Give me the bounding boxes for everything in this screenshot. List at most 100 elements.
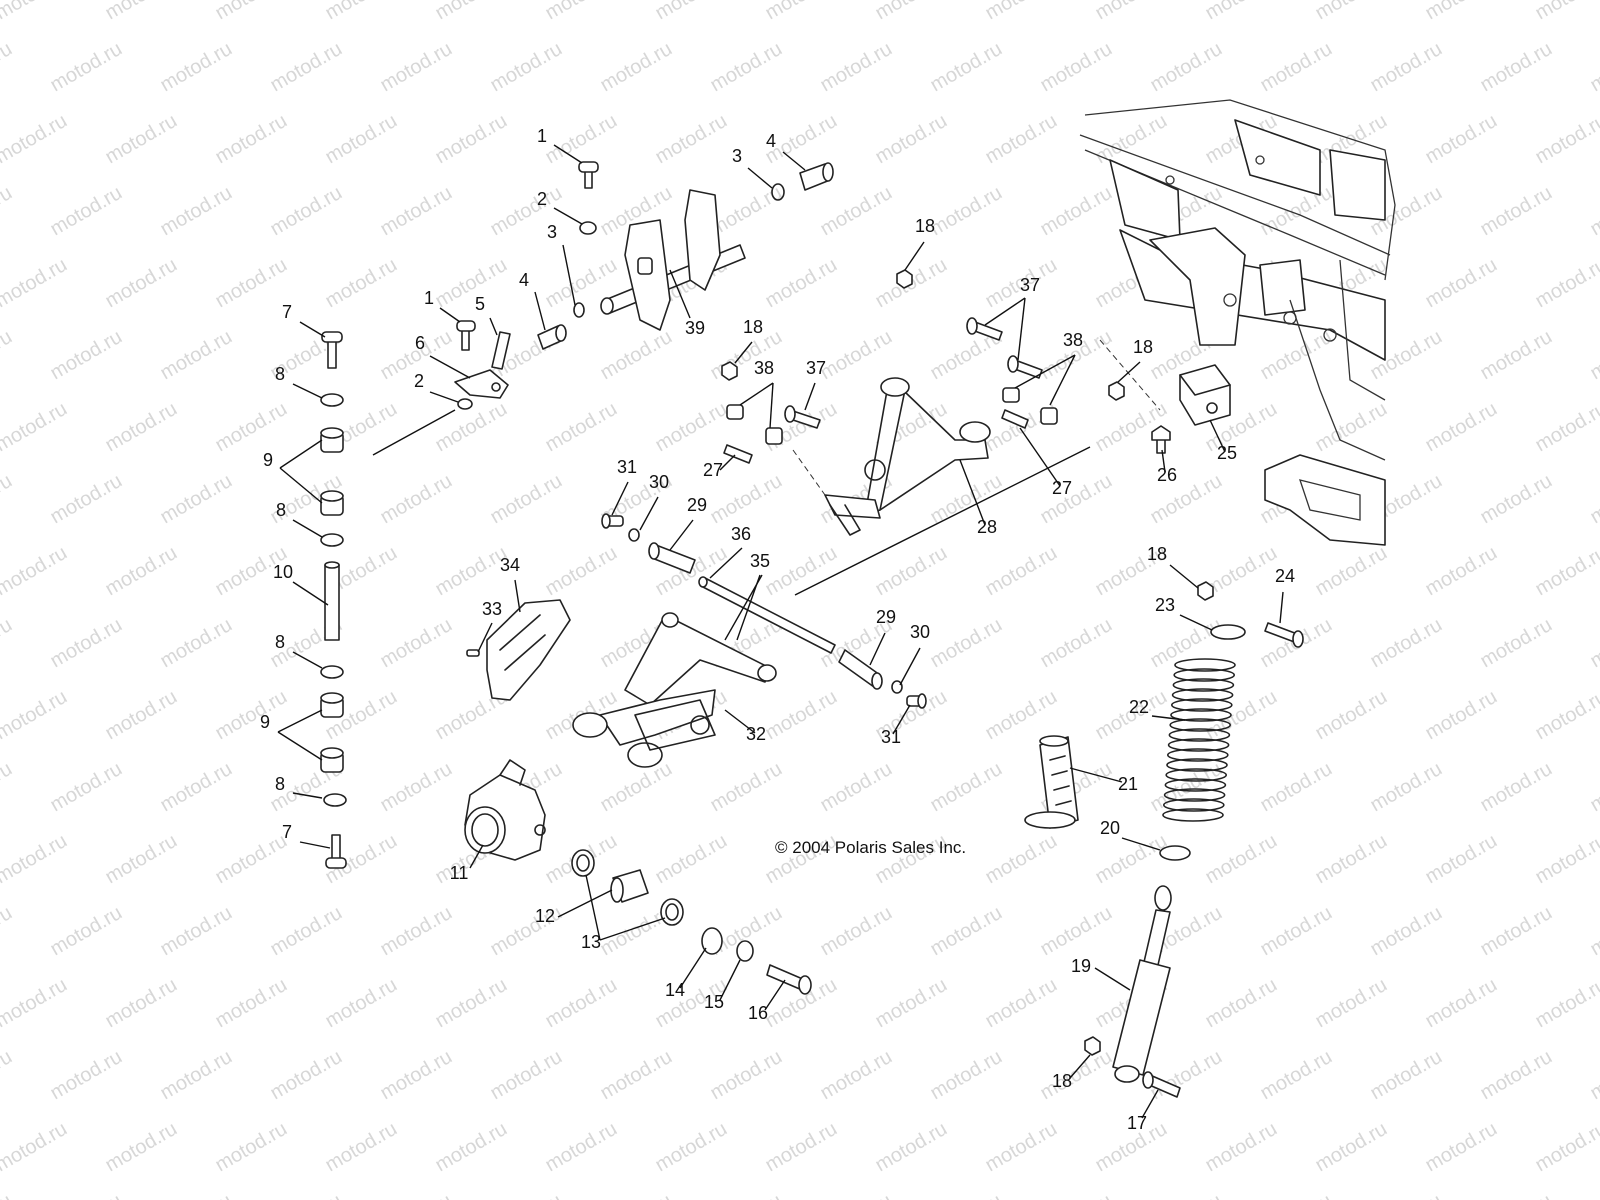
bushing-38-a xyxy=(1002,387,1020,403)
callout-24: 24 xyxy=(1275,566,1295,586)
bolt-1-mid xyxy=(456,320,476,351)
shaft-36 xyxy=(698,576,836,654)
callout-26: 26 xyxy=(1157,465,1177,485)
bolt-31-top xyxy=(601,513,624,529)
callout-2: 2 xyxy=(414,371,424,391)
callout-6: 6 xyxy=(415,333,425,353)
bearing-carrier-11 xyxy=(464,759,546,861)
callout-1: 1 xyxy=(537,126,547,146)
nut-18-b xyxy=(721,361,738,381)
stabilizer-bar-39 xyxy=(600,189,746,331)
callout-10: 10 xyxy=(273,562,293,582)
spacer-12 xyxy=(610,869,649,903)
callout-30: 30 xyxy=(910,622,930,642)
callout-38: 38 xyxy=(754,358,774,378)
spring-coil xyxy=(1167,748,1229,762)
o-ring-3 xyxy=(771,183,785,201)
vehicle-frame xyxy=(1079,99,1396,546)
spring-22 xyxy=(1162,658,1236,822)
spring-coil xyxy=(1169,718,1231,732)
tube-10 xyxy=(324,561,340,641)
bolt-17 xyxy=(1142,1071,1181,1098)
bushing-29-bottom xyxy=(838,649,883,690)
bushing-29-top xyxy=(648,542,696,574)
bolt-37-top xyxy=(966,317,1003,341)
shock-19 xyxy=(1112,885,1172,1083)
bolt-16 xyxy=(766,964,812,995)
bushing-38-c xyxy=(726,404,744,420)
screw-33 xyxy=(466,649,480,657)
shock-absorber-assembly xyxy=(1024,581,1304,1098)
callout-21: 21 xyxy=(1118,774,1138,794)
bushing-9-upper xyxy=(320,490,344,516)
pin-27-right xyxy=(1001,409,1029,429)
callout-19: 19 xyxy=(1071,956,1091,976)
retainer-23 xyxy=(1210,624,1246,640)
nut-18-e xyxy=(1084,1036,1101,1056)
link-6 xyxy=(454,369,509,399)
bushing-4-mid xyxy=(537,324,567,350)
nut-18-d xyxy=(1197,581,1214,601)
spring-coil xyxy=(1167,738,1230,752)
spring-coil xyxy=(1162,808,1224,822)
washer-30-top xyxy=(628,528,640,542)
spring-coil xyxy=(1166,758,1228,772)
callout-28: 28 xyxy=(977,517,997,537)
spring-coil xyxy=(1163,788,1226,802)
spring-coil xyxy=(1170,708,1232,722)
callout-8: 8 xyxy=(275,364,285,384)
callout-33: 33 xyxy=(482,599,502,619)
copyright-notice: © 2004 Polaris Sales Inc. xyxy=(775,838,966,857)
spring-coil xyxy=(1171,698,1233,712)
spring-coil xyxy=(1174,658,1236,672)
seal-13-right xyxy=(660,898,684,926)
bolt-37-left xyxy=(784,405,821,429)
spring-coil xyxy=(1168,728,1231,742)
callout-38: 38 xyxy=(1063,330,1083,350)
callout-27: 27 xyxy=(1052,478,1072,498)
bushing-9-bottom xyxy=(320,747,344,773)
spring-coil xyxy=(1163,798,1225,812)
stabilizer-link-stack xyxy=(320,331,347,869)
callout-22: 22 xyxy=(1129,697,1149,717)
stabilizer-bracket-assembly xyxy=(372,161,834,456)
callout-30: 30 xyxy=(649,472,669,492)
callout-leaders xyxy=(277,144,1284,1119)
callout-37: 37 xyxy=(1020,275,1040,295)
callout-7: 7 xyxy=(282,822,292,842)
callout-31: 31 xyxy=(881,727,901,747)
spring-coil xyxy=(1164,778,1227,792)
bolt-37-mid xyxy=(1007,355,1043,379)
callout-9: 9 xyxy=(263,450,273,470)
upper-a-arm-28 xyxy=(824,377,991,536)
shock-bracket-25 xyxy=(1108,364,1231,454)
spring-coil xyxy=(1172,678,1235,692)
bushing-9-lower xyxy=(320,692,344,718)
callout-35: 35 xyxy=(750,551,770,571)
callout-15: 15 xyxy=(704,992,724,1012)
washer-8d xyxy=(323,793,347,807)
callout-18: 18 xyxy=(743,317,763,337)
callout-12: 12 xyxy=(535,906,555,926)
callout-32: 32 xyxy=(746,724,766,744)
bolt-31-bottom xyxy=(906,693,927,709)
spring-coil xyxy=(1171,688,1234,702)
lower-arm-32 xyxy=(572,612,777,768)
callout-11: 11 xyxy=(450,863,469,883)
callout-23: 23 xyxy=(1155,595,1175,615)
callout-7: 7 xyxy=(282,302,292,322)
washer-15 xyxy=(736,940,754,962)
retainer-20 xyxy=(1159,845,1191,861)
callout-3: 3 xyxy=(732,146,742,166)
callout-16: 16 xyxy=(748,1003,768,1023)
washer-8 xyxy=(320,393,344,407)
bolt-7-bottom xyxy=(325,834,347,869)
callout-25: 25 xyxy=(1217,443,1237,463)
lower-arm-assembly xyxy=(466,446,1091,768)
callout-8: 8 xyxy=(275,774,285,794)
callout-3: 3 xyxy=(547,222,557,242)
callout-4: 4 xyxy=(766,131,776,151)
callout-18: 18 xyxy=(1133,337,1153,357)
